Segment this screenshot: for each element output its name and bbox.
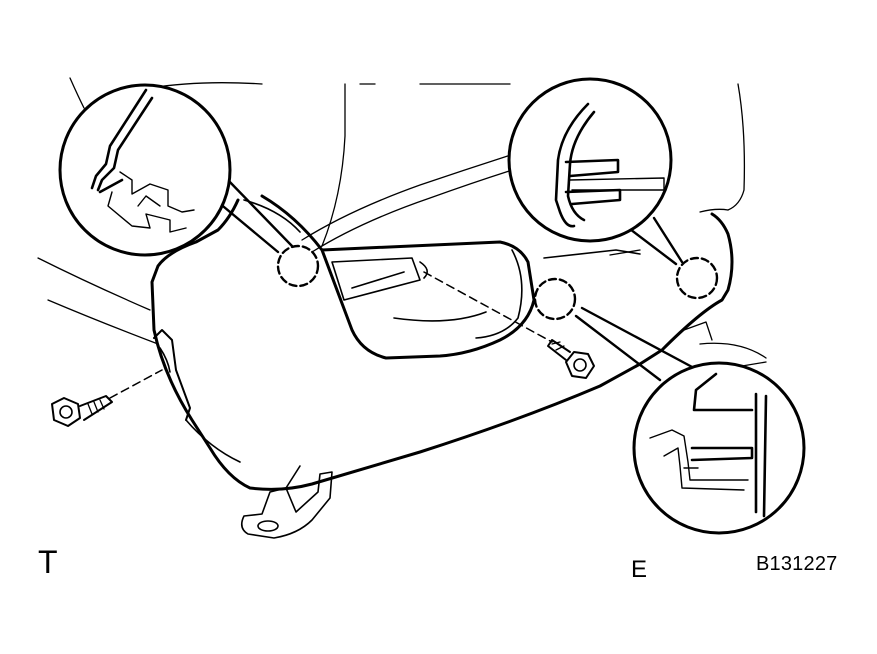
clip-location-markers (276, 244, 719, 321)
seat-background-outline (37, 77, 767, 371)
detail-callout-left (58, 83, 232, 257)
detail-callout-top-right (507, 77, 673, 243)
view-letter-label: T (38, 544, 58, 580)
seat-side-cover (150, 194, 734, 491)
figure-code-label: B131227 (756, 553, 838, 575)
seat-bracket (240, 465, 333, 539)
detail-callout-bottom-right (632, 361, 806, 535)
clip-right (675, 256, 719, 300)
screw-center (547, 339, 595, 379)
clip-center (533, 277, 577, 321)
screw-left (51, 395, 113, 427)
bracket-hole (257, 520, 279, 532)
marker-letter-label: E (631, 556, 648, 583)
installation-guide-lines (109, 271, 553, 399)
clip-upper-left (276, 244, 320, 288)
